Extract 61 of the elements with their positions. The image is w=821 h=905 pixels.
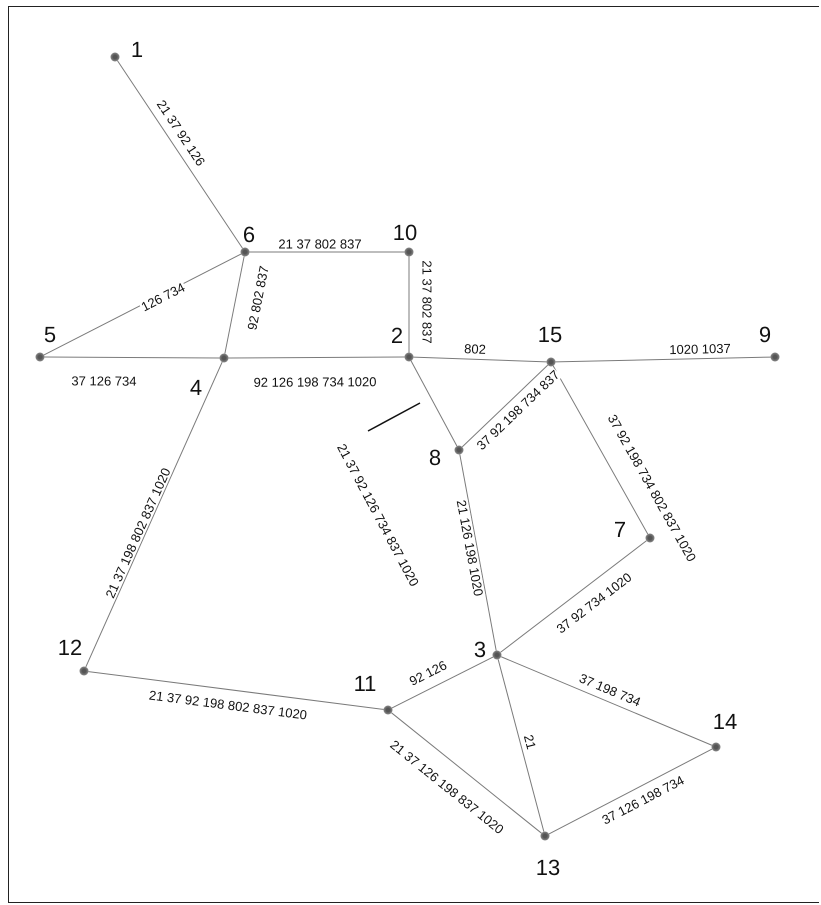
edge-label: 126 734 [138,280,188,314]
node-number: 2 [390,325,404,347]
connector-line [88,671,384,710]
node-dot [454,446,464,454]
node-dot [384,706,392,714]
edge-label: 1020 1037 [668,342,732,356]
edge-label: 21 37 802 837 [277,238,363,250]
node-dot [492,650,502,660]
node-dot [80,666,88,676]
connector-line [44,356,220,358]
connector-line [500,656,712,746]
edge-label: 21 37 92 198 802 837 1020 [147,688,309,722]
node-number: 8 [428,447,442,469]
node-dot [404,248,414,256]
connector-line [408,256,410,353]
edge-label: 21 126 198 1020 [454,498,486,598]
edge-label: 92 802 837 [245,264,271,332]
node-number: 13 [536,857,560,879]
connector-line [500,540,647,653]
node-number: 14 [712,711,738,733]
node-number: 7 [614,519,626,541]
connector-line [548,748,712,834]
connector-line [498,658,544,832]
edge-label: 92 126 198 734 1020 [252,375,378,389]
edge-label: 37 126 734 [70,374,138,388]
connector-line [410,360,458,447]
node-number: 11 [354,673,376,695]
connector-line [413,356,547,362]
node-number: 3 [474,639,486,661]
node-number: 1 [130,39,144,61]
node-dot [220,354,228,362]
edge-label: 802 [462,342,488,356]
edge-label: 37 198 734 [576,671,644,709]
node-number: 10 [392,222,418,244]
connector-line [459,454,497,652]
node-number: 9 [758,324,772,346]
node-dot [240,248,250,256]
connector-line [391,712,542,834]
connector-line [228,356,405,358]
node-number: 6 [242,224,256,246]
edge-label: 21 37 802 837 [420,259,434,345]
node-dot [546,358,556,366]
connector-line [117,60,243,249]
node-dot [712,742,720,752]
node-dot [540,832,550,840]
node-number: 5 [44,324,56,346]
node-dot [770,352,780,362]
connector-line [555,356,771,362]
node-number: 15 [538,324,562,346]
connector-line [224,256,245,354]
edge-label: 21 [522,732,538,752]
node-dot [404,352,414,362]
connector-line [552,365,648,535]
node-dot [110,52,120,62]
connector-line [392,656,494,708]
node-dot [646,534,654,542]
node-number: 12 [58,637,82,659]
node-number: 4 [190,377,202,399]
connector-line [85,362,223,668]
connector-line [462,364,548,448]
node-dot [36,352,44,362]
